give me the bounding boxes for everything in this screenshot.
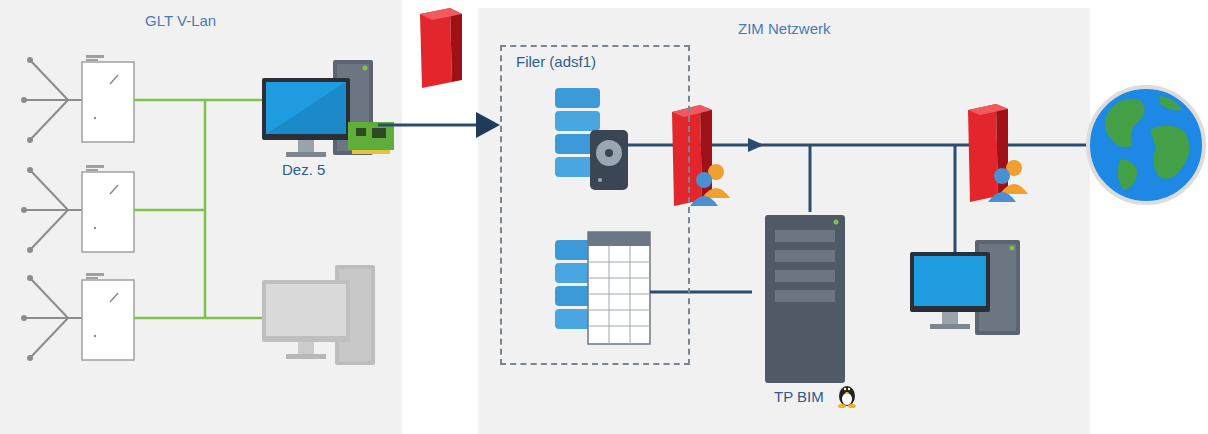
region-ground bbox=[478, 8, 1090, 434]
user-group-icon bbox=[690, 164, 730, 206]
firewall bbox=[420, 8, 462, 88]
network-link bbox=[690, 291, 752, 294]
linux-penguin-icon bbox=[838, 386, 856, 408]
network-region: ZIM NetzwerkFiler (adsf1) TP BIM bbox=[478, 8, 1090, 434]
filer-group: Filer (adsf1) bbox=[500, 45, 690, 365]
disabled-computer bbox=[262, 265, 375, 365]
user-group-icon bbox=[988, 160, 1028, 202]
field-device bbox=[21, 273, 134, 361]
workstation: Dez. 5 bbox=[258, 55, 378, 183]
database-icon bbox=[555, 232, 650, 344]
client-computer bbox=[910, 240, 1020, 335]
flow-arrowhead bbox=[748, 138, 764, 152]
bus-wire bbox=[134, 100, 262, 318]
node-label: GLT V-Lan bbox=[145, 12, 216, 30]
field-device bbox=[21, 55, 134, 143]
node-label: ZIM Netzwerk bbox=[738, 20, 831, 38]
arrow-head bbox=[476, 112, 500, 138]
network-wire bbox=[650, 291, 690, 294]
region-ground bbox=[0, 0, 402, 434]
server: TP BIM bbox=[752, 212, 877, 410]
firewall bbox=[672, 105, 712, 206]
server-icon bbox=[765, 215, 845, 383]
node-label: Filer (adsf1) bbox=[516, 53, 596, 71]
internet-globe bbox=[1088, 87, 1204, 203]
network-link bbox=[378, 124, 486, 127]
network-region: GLT V-LanDez. 5 bbox=[0, 0, 402, 434]
storage-icon bbox=[555, 88, 628, 190]
node-label: Dez. 5 bbox=[282, 161, 325, 179]
workstation-icon bbox=[262, 60, 394, 157]
node-label: TP BIM bbox=[774, 388, 824, 406]
field-device bbox=[21, 165, 134, 253]
firewall bbox=[968, 104, 1008, 202]
